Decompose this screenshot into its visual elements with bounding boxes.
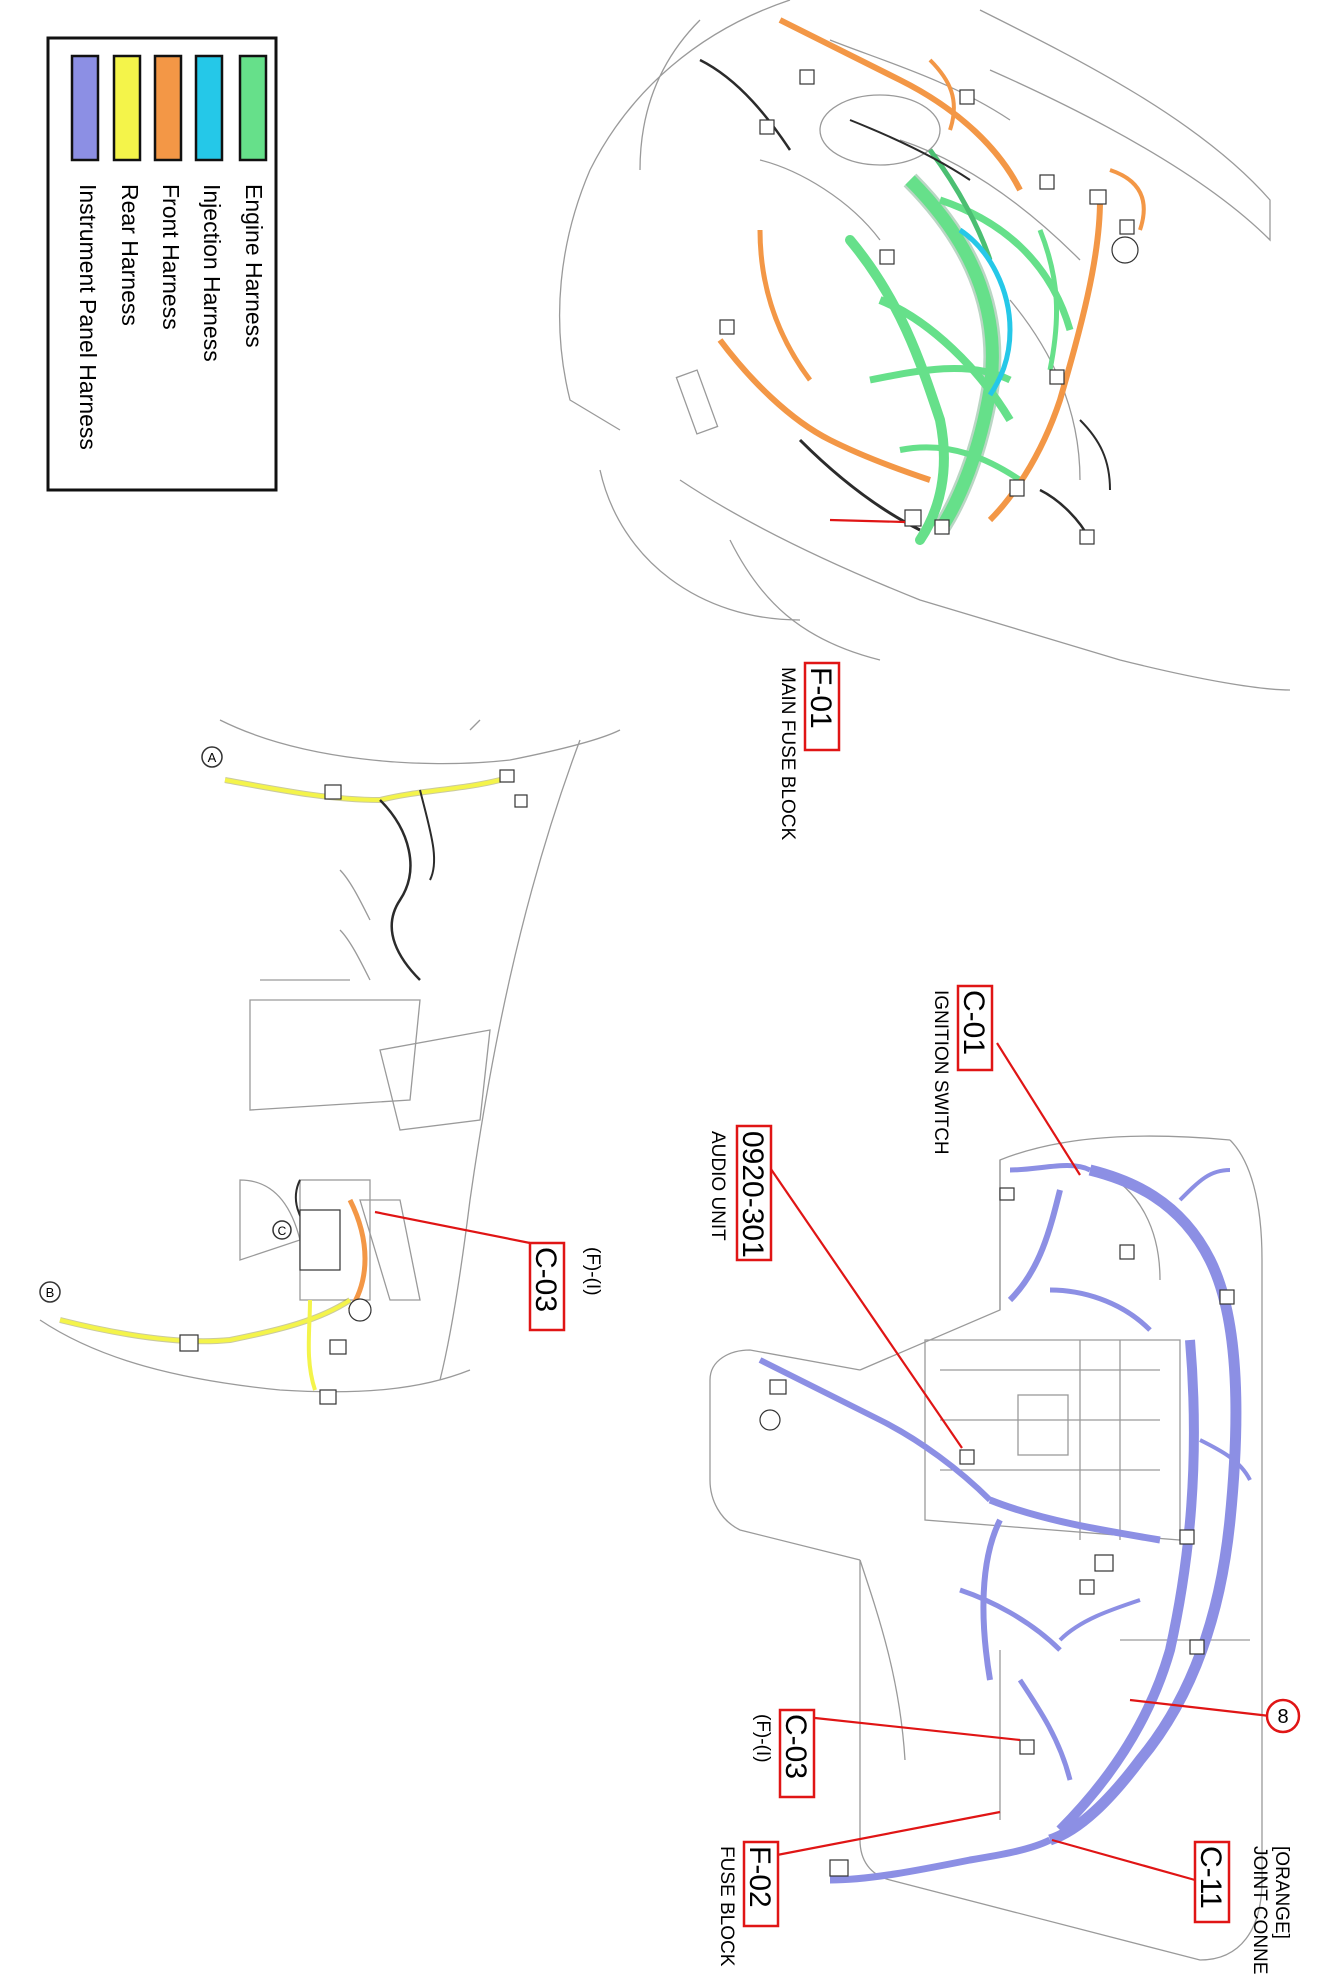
leader-c03-rear [374,1210,531,1245]
legend-swatch-rear [112,54,142,162]
leader-f02 [776,1810,1001,1857]
marker-a: A [201,746,223,768]
callout-f01: F-01 MAIN FUSE BLOCK [777,661,841,840]
ground-marker-8-label: 8 [1277,1706,1288,1728]
legend-label-injection: Injection Harness [199,184,225,362]
callout-c03-ip: C-03 (F)-(I) [752,1708,816,1799]
callout-f01-code: F-01 [804,667,837,729]
legend: Engine Harness Injection Harness Front H… [46,36,278,492]
leader-f01 [829,518,906,524]
callout-c11: C-11 JOINT CONNECTOR [ORANGE] [1193,1840,1292,1974]
callout-c03-rear-desc: (F)-(I) [582,1247,603,1296]
callout-c01: C-01 IGNITION SWITCH [930,984,994,1155]
callout-c03-rear: C-03 (F)-(I) [528,1241,603,1332]
legend-swatch-front [153,54,183,162]
legend-label-instrument: Instrument Panel Harness [75,184,101,450]
callout-audio-code: 0920-301 [736,1131,769,1258]
callout-c01-desc: IGNITION SWITCH [930,990,951,1155]
callout-c03-rear-code: C-03 [529,1247,562,1312]
callout-audio: 0920-301 AUDIO UNIT [707,1124,773,1262]
callout-c11-desc-line1: JOINT CONNECTOR [1249,1846,1270,1974]
callout-audio-desc: AUDIO UNIT [707,1131,728,1241]
callout-f02: F-02 FUSE BLOCK [716,1840,780,1967]
callout-f01-desc: MAIN FUSE BLOCK [777,667,798,840]
legend-swatch-engine [238,54,268,162]
leader-c11 [1051,1838,1196,1882]
leader-c01 [996,1042,1081,1176]
legend-label-rear: Rear Harness [117,184,143,326]
legend-swatch-instrument [70,54,100,162]
ground-marker-8: 8 [1265,1698,1301,1734]
leader-ground8 [1129,1698,1271,1718]
legend-swatch-injection [194,54,224,162]
svg-text:B: B [46,1285,55,1300]
rear-harness-drawing [39,719,621,1405]
callout-c03-ip-desc: (F)-(I) [752,1714,773,1763]
marker-b: B [39,1281,61,1303]
svg-text:A: A [208,750,217,765]
leader-c03-ip [814,1716,1021,1742]
svg-text:C: C [278,1224,287,1238]
legend-label-engine: Engine Harness [241,184,267,348]
callout-c11-desc-line2: [ORANGE] [1271,1846,1292,1939]
callout-f02-desc: FUSE BLOCK [716,1846,737,1967]
callout-c03-ip-code: C-03 [779,1714,812,1779]
marker-c: C [272,1220,292,1240]
leader-audio [761,1155,963,1449]
instrument-panel-drawing [709,1135,1263,1961]
callout-f02-code: F-02 [743,1846,776,1908]
engine-bay-drawing [558,0,1291,691]
callout-c11-code: C-11 [1194,1846,1227,1909]
callout-c01-code: C-01 [957,990,990,1055]
legend-label-front: Front Harness [158,184,184,330]
